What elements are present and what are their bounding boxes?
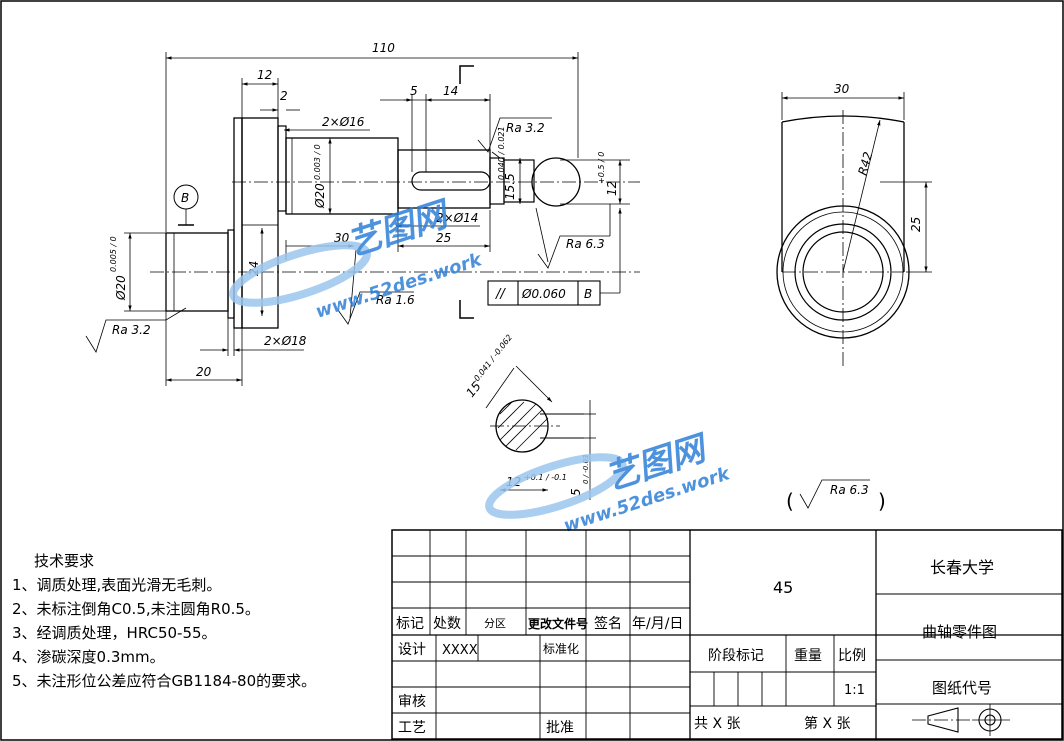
svg-text:): ) — [878, 489, 886, 513]
projection-symbol-icon — [912, 704, 1010, 736]
tb-stage-mark: 阶段标记 — [708, 648, 764, 664]
tb-review: 审核 — [398, 694, 426, 710]
dim-chamfer-small: 2 — [280, 89, 288, 103]
tb-sheets-total: 共 X 张 — [694, 716, 741, 732]
dim-dia-20-mid-tol: 0.003 / 0 — [313, 144, 322, 180]
tb-header-date: 年/月/日 — [632, 616, 683, 632]
tb-header-change-doc: 更改文件号 — [528, 616, 588, 631]
tolerance-datum: B — [584, 287, 592, 301]
notes-title: 技术要求 — [34, 552, 94, 570]
dim-dia-20-left-tol: 0.005 / 0 — [109, 236, 118, 272]
tb-process: 工艺 — [398, 720, 426, 736]
roughness-general: Ra 6.3 — [830, 483, 869, 497]
roughness-mid: Ra 6.3 — [566, 237, 605, 251]
dim-flange-width: 12 — [257, 68, 272, 82]
tb-weight: 重量 — [794, 648, 822, 664]
dim-key-depth-tol: 0.040 / 0.021 — [497, 126, 506, 180]
note-item-2: 2、未标注倒角C0.5,未注圆角R0.5。 — [12, 600, 260, 618]
crank-arm — [241, 117, 279, 329]
tolerance-frame: // Ø0.060 B — [487, 208, 622, 306]
tb-material: 45 — [773, 578, 793, 597]
note-item-5: 5、未注形位公差应符合GB1184-80的要求。 — [12, 672, 316, 690]
roughness-top: Ra 3.2 — [506, 121, 545, 135]
datum-b-label: B — [181, 191, 189, 205]
tb-drawing-name: 曲轴零件图 — [922, 623, 997, 641]
dim-keyway-12: 12 — [605, 181, 619, 196]
tb-design: 设计 — [398, 642, 426, 658]
tb-drawing-code: 图纸代号 — [932, 679, 992, 697]
tb-header-zone: 分区 — [484, 617, 506, 630]
tb-header-mark: 标记 — [396, 616, 424, 632]
dim-dia-20-mid: Ø20 — [313, 183, 327, 209]
dim-25: 25 — [436, 231, 451, 245]
dim-radius: R42 — [855, 150, 875, 177]
dim-end-height-25: 25 — [909, 217, 923, 232]
tb-header-sign: 签名 — [594, 615, 622, 632]
tb-school: 长春大学 — [930, 558, 994, 577]
dim-20: 20 — [196, 365, 212, 379]
note-item-3: 3、经调质处理，HRC50-55。 — [12, 624, 217, 642]
dim-dia-18: 2×Ø18 — [264, 334, 307, 348]
roughness-bottom: Ra 1.6 — [376, 293, 415, 307]
tb-designer: XXXX — [442, 643, 478, 658]
tolerance-symbol: // — [495, 287, 506, 302]
technical-notes: 技术要求 1、调质处理,表面光滑无毛刺。 2、未标注倒角C0.5,未注圆角R0.… — [12, 552, 316, 690]
dim-key-offset: 5 — [410, 84, 418, 98]
dim-end-width-30: 30 — [834, 82, 850, 96]
dim-section-12-tol: +0.1 / -0.1 — [524, 473, 567, 482]
title-block: 标记 处数 分区 更改文件号 签名 年/月/日 设计 XXXX 标准化 审核 工… — [391, 529, 1063, 740]
svg-text:(: ( — [786, 489, 794, 513]
note-item-4: 4、渗碳深度0.3mm。 — [12, 648, 165, 666]
dim-key-depth: 15.5 — [503, 173, 517, 200]
roughness-left: Ra 3.2 — [112, 323, 151, 337]
dim-keyway-12-tol: +0.5 / 0 — [597, 152, 606, 184]
note-item-1: 1、调质处理,表面光滑无毛刺。 — [12, 576, 221, 594]
tb-scale-label: 比例 — [838, 648, 866, 664]
tb-approve: 批准 — [546, 720, 574, 736]
keyway-slot — [411, 171, 491, 191]
dim-dia-14: 2×Ø14 — [436, 211, 478, 225]
dim-dia-16: 2×Ø16 — [322, 115, 365, 129]
watermark-2: 艺图网 www.52des.work — [485, 427, 733, 537]
tolerance-value: Ø0.060 — [521, 287, 566, 301]
side-view: 30 R42 25 — [776, 82, 932, 368]
general-roughness: ( Ra 6.3 ) — [786, 479, 886, 513]
dim-key-length: 14 — [443, 84, 458, 98]
tb-standard: 标准化 — [543, 642, 579, 656]
watermark-1-cn: 艺图网 — [342, 193, 456, 264]
dim-overall-length: 110 — [372, 41, 395, 55]
crank-pin — [285, 137, 399, 215]
end-section-circle — [531, 157, 581, 207]
dim-dia-20-left: Ø20 — [114, 275, 128, 301]
tb-header-count: 处数 — [433, 616, 461, 632]
dim-section-5-tol: 0 / -0.03 — [582, 455, 590, 484]
tb-sheet-no: 第 X 张 — [804, 715, 851, 732]
dim-section-5: 5 — [569, 488, 583, 496]
front-view: 110 12 2 5 14 2×Ø16 Ø20 0.003 / 0 2×Ø14 — [85, 41, 640, 386]
tb-scale: 1:1 — [844, 683, 865, 698]
